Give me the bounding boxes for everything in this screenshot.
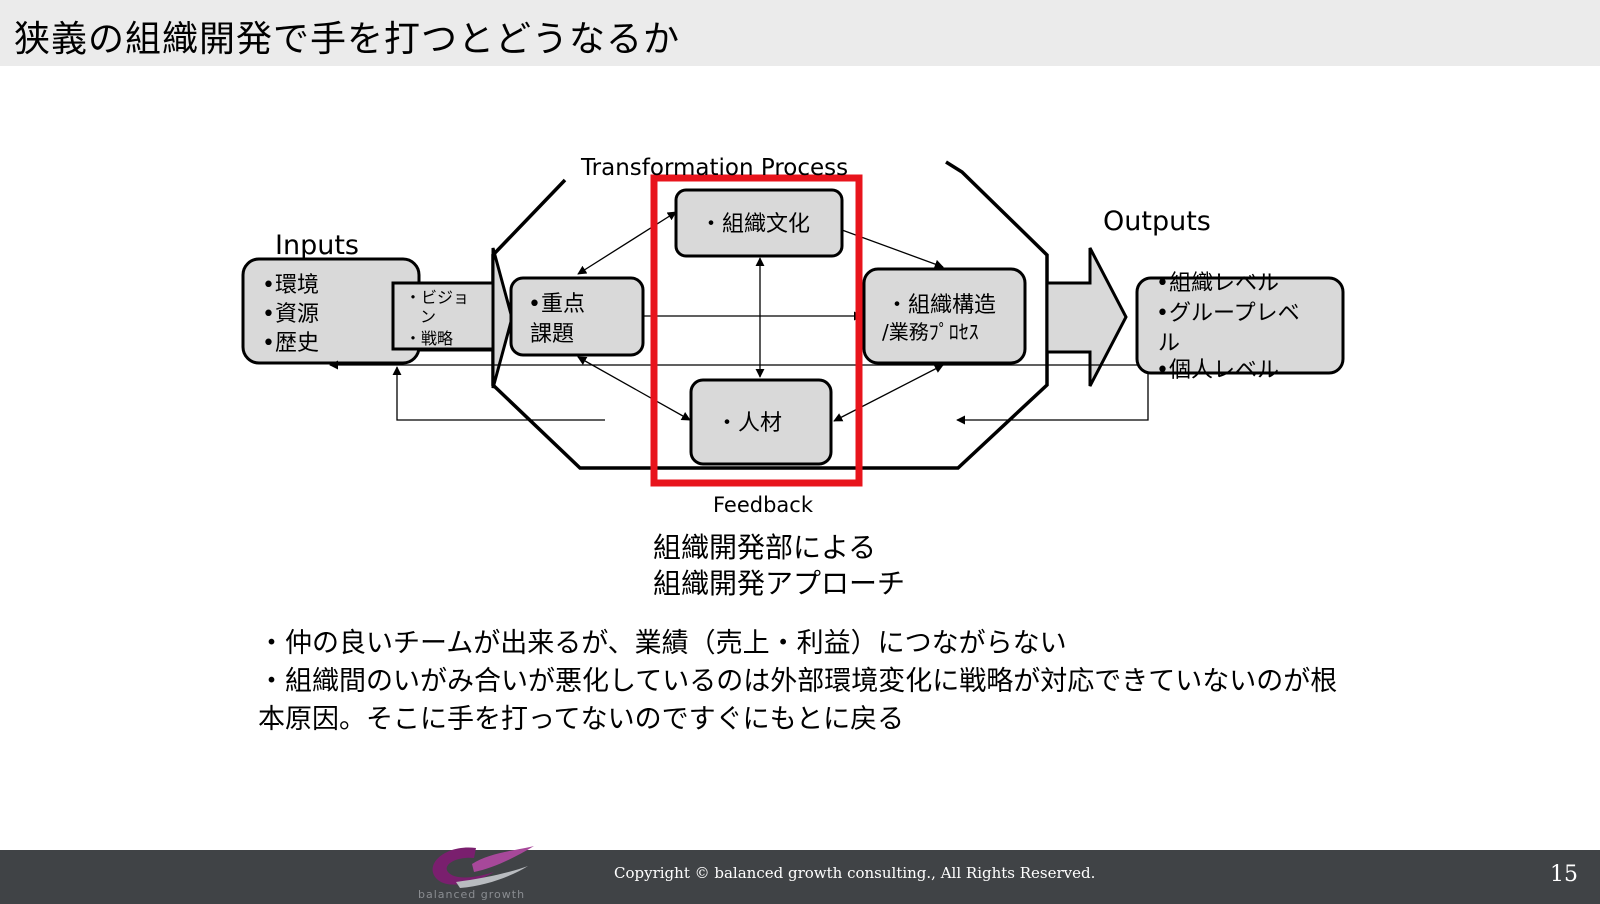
caption-line: 組織開発部による <box>653 531 877 564</box>
arrow-priority-people <box>577 356 691 421</box>
page-title: 狭義の組織開発で手を打つとどうなるか <box>14 19 681 60</box>
structure-box <box>862 267 1027 365</box>
transformation-label: Transformation Process <box>580 155 848 181</box>
logo-text: balanced growth <box>418 888 526 901</box>
arrow-culture-priority <box>577 211 677 275</box>
caption-line: 組織開発アプローチ <box>653 567 906 600</box>
notes: ・仲の良いチームが出来るが、業績（売上・利益）につながらない ・組織間のいがみ合… <box>258 625 1338 739</box>
people-label: ・人材 <box>716 411 782 436</box>
vision-item: ・戦略 <box>405 329 453 348</box>
inputs-label: Inputs <box>275 230 359 261</box>
outputs-item: •グループレベ <box>1156 301 1300 326</box>
inputs-item: •歴史 <box>262 331 319 356</box>
note-line: ・組織間のいがみ合いが悪化しているのは外部環境変化に戦略が対応できていないのが根… <box>258 666 1338 735</box>
vision-item: ン <box>420 307 436 326</box>
inputs-item: •環境 <box>262 273 319 298</box>
output-big-arrow <box>1045 247 1128 387</box>
structure-item: ・組織構造 <box>886 293 996 318</box>
feedback-loop-right <box>956 373 1149 425</box>
transformation-process-diagram: Transformation Process Inputs Outputs Fe… <box>241 155 1345 517</box>
highlight-frame <box>650 174 863 487</box>
footer: Copyright © balanced growth consulting.,… <box>0 850 1600 904</box>
page-number: 15 <box>1550 862 1578 887</box>
outputs-item: •個人レベル <box>1156 358 1279 383</box>
vision-box <box>391 281 495 351</box>
feedback-label: Feedback <box>713 493 814 517</box>
logo: balanced growth <box>416 842 546 904</box>
logo-icon <box>432 846 534 888</box>
note-line: ・仲の良いチームが出来るが、業績（売上・利益）につながらない <box>258 628 1067 659</box>
culture-label: ・組織文化 <box>700 212 810 237</box>
title-bar: 狭義の組織開発で手を打つとどうなるか <box>0 0 1600 66</box>
people-box <box>689 378 833 466</box>
structure-item: /業務ﾌﾟﾛｾｽ <box>882 320 979 344</box>
priority-item: 課題 <box>530 322 574 347</box>
feedback-loop-left <box>392 366 605 421</box>
vision-item: ・ビジョ <box>405 288 469 307</box>
outputs-item: ル <box>1158 331 1180 356</box>
diagram-caption: 組織開発部による 組織開発アプローチ <box>653 530 905 602</box>
inputs-item: •資源 <box>262 302 319 327</box>
priority-item: •重点 <box>528 292 585 317</box>
outputs-label: Outputs <box>1103 206 1211 237</box>
arrow-structure-people <box>833 364 944 422</box>
outputs-box <box>1135 276 1345 375</box>
outputs-item: •組織レベル <box>1156 271 1279 296</box>
copyright-text: Copyright © balanced growth consulting.,… <box>614 864 1096 882</box>
